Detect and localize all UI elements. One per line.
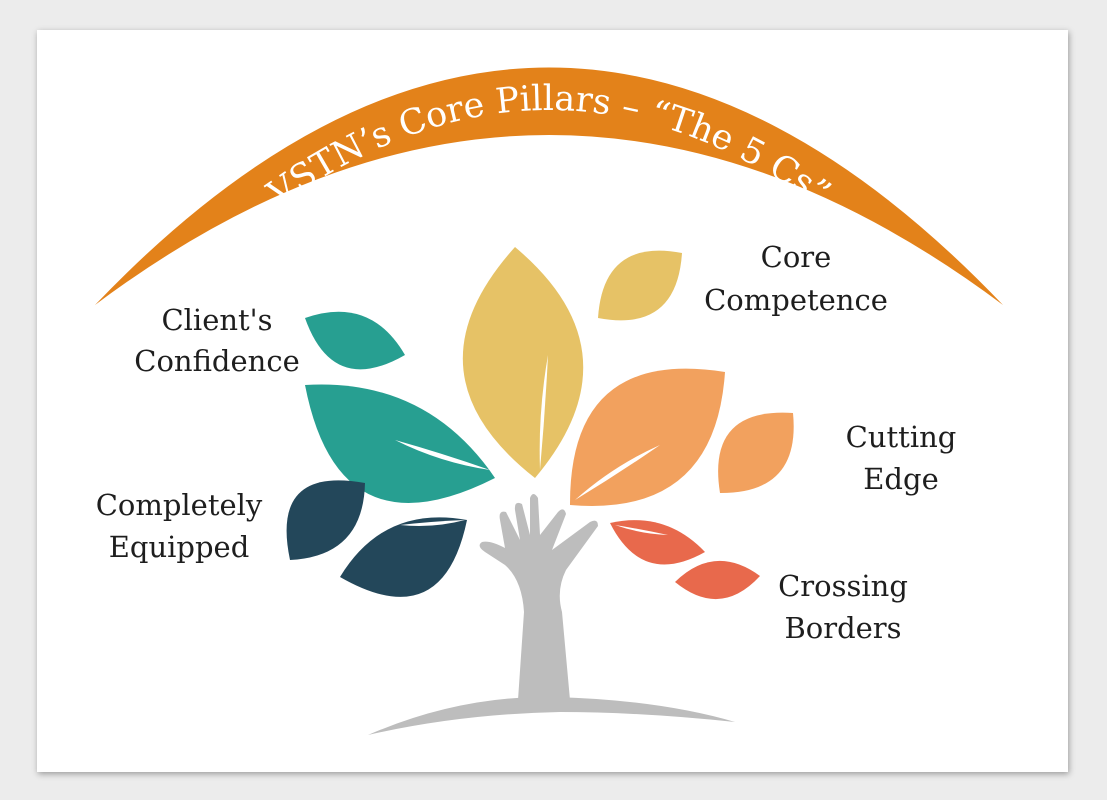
ground-curve bbox=[368, 696, 735, 735]
label-completely-equipped-line1: Completely bbox=[96, 488, 263, 522]
leaf-dark-small bbox=[286, 480, 365, 560]
label-core-competence-line2: Competence bbox=[704, 283, 888, 317]
label-clients-confidence-line1: Client's bbox=[161, 303, 272, 337]
leaf-vein bbox=[575, 445, 660, 500]
leaf-orange-small bbox=[718, 412, 794, 494]
label-cutting-edge-line2: Edge bbox=[863, 462, 938, 496]
label-completely-equipped-line2: Equipped bbox=[109, 530, 250, 564]
label-crossing-borders-line1: Crossing bbox=[778, 569, 908, 603]
title-arc-banner bbox=[95, 67, 1003, 305]
label-crossing-borders-line2: Borders bbox=[784, 611, 901, 645]
label-core-competence-line1: Core bbox=[761, 240, 832, 274]
leaf-dark-large bbox=[340, 517, 467, 597]
label-clients-confidence-line2: Confidence bbox=[134, 344, 299, 378]
leaf-yellow-large bbox=[462, 247, 584, 478]
leaf-orange-large bbox=[569, 368, 725, 506]
leaf-teal-large bbox=[305, 384, 495, 503]
pillar-labels: Client's Confidence Core Competence Cutt… bbox=[96, 240, 957, 645]
leaf-red-lower bbox=[675, 560, 760, 600]
diagram-title: VSTN’s Core Pillars – “The 5 Cs” bbox=[260, 79, 837, 215]
leaf-red-upper bbox=[610, 520, 705, 565]
leaf-yellow-small bbox=[598, 250, 682, 321]
leaf-teal-small bbox=[305, 311, 405, 370]
leaf-vein bbox=[400, 520, 465, 527]
leaf-vein bbox=[539, 355, 548, 470]
leaf-vein bbox=[615, 525, 668, 535]
leaf-vein bbox=[395, 440, 490, 470]
leaves-group bbox=[286, 247, 794, 600]
hand-trunk bbox=[479, 494, 598, 700]
label-cutting-edge-line1: Cutting bbox=[846, 420, 957, 454]
